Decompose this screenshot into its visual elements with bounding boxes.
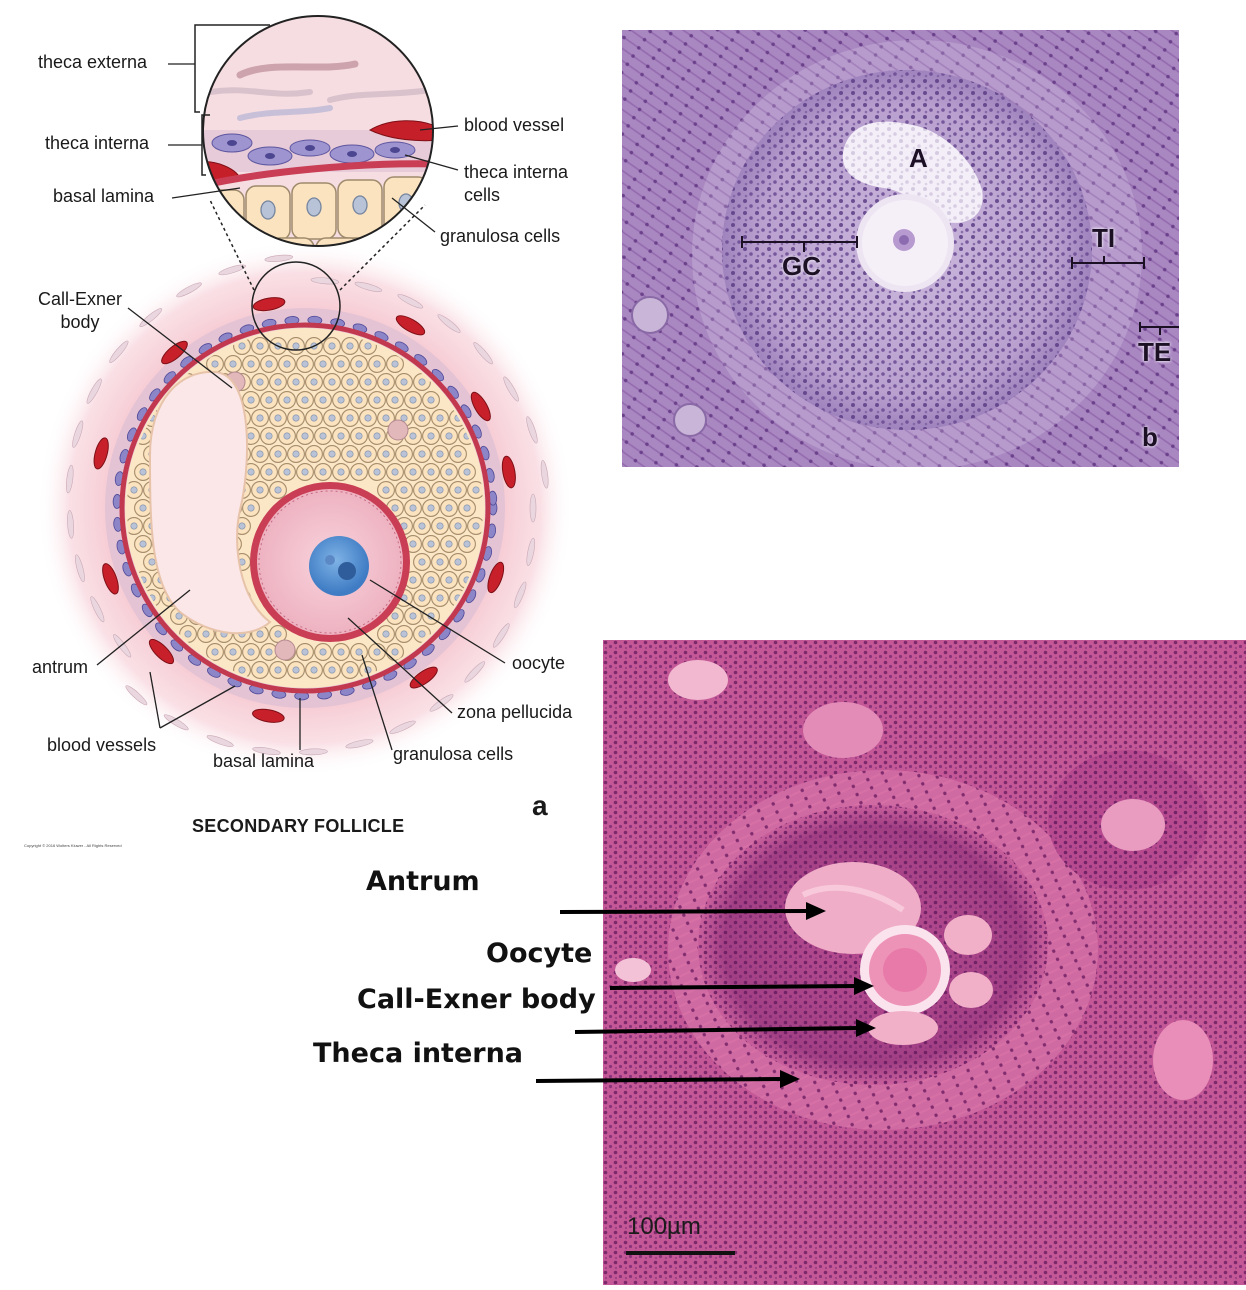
panel-letter-b: b [1142, 422, 1158, 452]
arrow-antrum [559, 909, 809, 914]
label-b-granulosa: GC [782, 251, 821, 281]
arrowhead-theca-interna [780, 1070, 800, 1088]
label-b-theca-interna: TI [1092, 223, 1116, 253]
copyright-notice: Copyright © 2016 Wolters Kluwer - All Ri… [24, 843, 122, 848]
label-granulosa-cells-top: granulosa cells [440, 226, 561, 246]
scale-bar-label: 100µm [627, 1213, 701, 1240]
arrowhead-oocyte [854, 977, 874, 995]
label-basal-lamina-bottom: basal lamina [213, 751, 315, 771]
label-theca-interna-cells: theca interna cells [464, 162, 569, 205]
panel-letter-a: a [532, 790, 548, 821]
micrograph-c: 100µm [603, 640, 1246, 1285]
micrograph-c-image [603, 640, 1246, 1285]
arrow-oocyte [609, 984, 857, 990]
label-basal-lamina-top: basal lamina [53, 186, 155, 206]
label-antrum: antrum [32, 657, 89, 677]
figure-title: SECONDARY FOLLICLE [192, 816, 405, 836]
arrow-theca-interna [535, 1077, 783, 1083]
label-b-theca-externa: TE [1138, 337, 1172, 367]
label-granulosa-cells-bottom: granulosa cells [393, 744, 514, 764]
label-oocyte: oocyte [512, 653, 566, 673]
label-c-call-exner: Call-Exner body [357, 984, 596, 1015]
arrowhead-call-exner [856, 1019, 876, 1037]
label-zona-pellucida: zona pellucida [457, 702, 573, 722]
micrograph-b: A GC TI TE b [622, 30, 1179, 467]
label-c-theca-interna: Theca interna [313, 1038, 524, 1069]
label-b-antrum: A [909, 143, 928, 173]
follicle-diagram [37, 15, 573, 776]
label-c-antrum: Antrum [366, 866, 480, 897]
label-call-exner-body: Call-Exner body [38, 289, 123, 332]
label-blood-vessels: blood vessels [47, 735, 157, 755]
micrograph-b-image [622, 30, 1179, 467]
label-theca-externa: theca externa [38, 52, 148, 72]
label-c-oocyte: Oocyte [486, 938, 593, 969]
label-theca-interna: theca interna [45, 133, 150, 153]
arrow-call-exner [574, 1026, 859, 1034]
arrowhead-antrum [806, 902, 826, 920]
label-blood-vessel: blood vessel [464, 115, 565, 135]
